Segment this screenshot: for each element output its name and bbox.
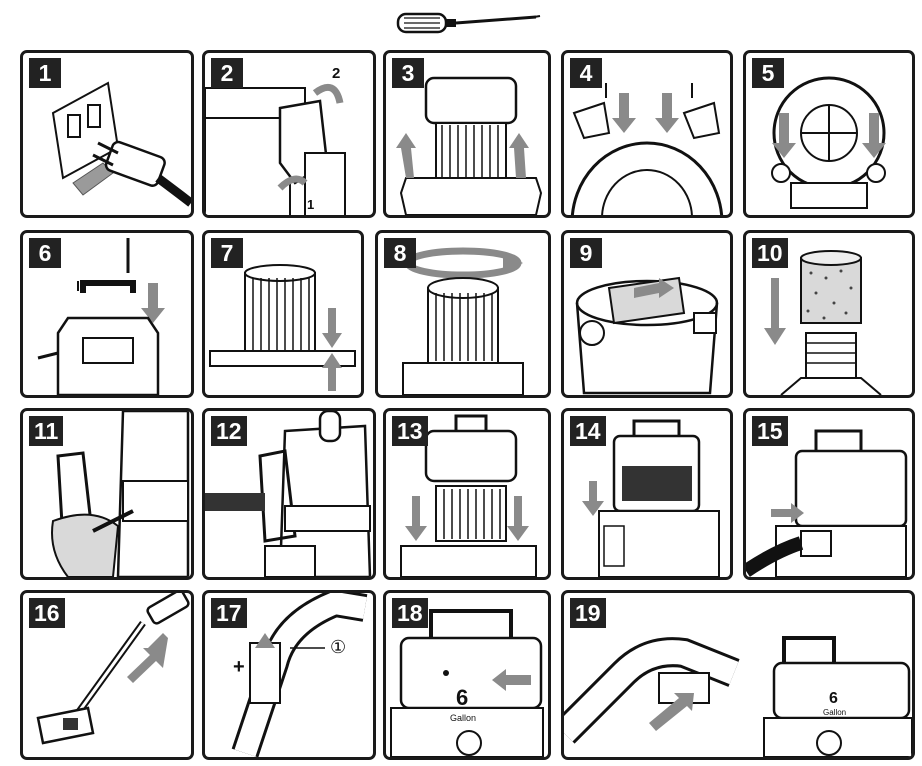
lower-head-illustration	[400, 414, 537, 577]
step-number: 5	[752, 58, 784, 88]
insert-bag-illustration	[575, 276, 719, 395]
step-panel-16: 16	[20, 590, 194, 760]
callout-one: ①	[330, 637, 346, 657]
gallon-number: 6	[456, 685, 468, 710]
step-number: 14	[570, 416, 606, 446]
unplug-illustration	[51, 81, 191, 207]
screwdriver-icon	[396, 12, 541, 34]
step-number: 8	[384, 238, 416, 268]
step-number: 15	[752, 416, 788, 446]
step-panel-1: 1	[20, 50, 194, 218]
step-panel-7: 7	[202, 230, 364, 398]
step-number: 11	[29, 416, 64, 446]
cord-storage-illustration	[205, 411, 372, 577]
step-number: 10	[752, 238, 788, 268]
step-number: 16	[29, 598, 65, 628]
step-panel-2: 2 2 1	[202, 50, 376, 218]
step-panel-18: 18 6 Gallon	[383, 590, 551, 760]
step-panel-5: 5	[743, 50, 915, 218]
step-panel-8: 8	[375, 230, 551, 398]
caster-screws-illustration	[570, 83, 724, 215]
step-number: 4	[570, 58, 602, 88]
step-panel-3: 3	[383, 50, 551, 218]
step-number: 7	[211, 238, 243, 268]
step-number: 12	[211, 416, 247, 446]
step-number: 3	[392, 58, 424, 88]
step-panel-10: 10	[743, 230, 915, 398]
gallon-label: Gallon	[450, 713, 476, 723]
step-panel-13: 13	[383, 408, 551, 580]
attach-handle-illustration	[37, 238, 165, 395]
gallon-number: 6	[829, 690, 838, 707]
step-2-sublabel: 1	[307, 197, 314, 212]
blower-port-illustration: 6 Gallon	[564, 636, 912, 757]
step-panel-11: 11	[20, 408, 194, 580]
step-number: 9	[570, 238, 602, 268]
step-panel-6: 6	[20, 230, 194, 398]
step-panel-14: 14	[561, 408, 733, 580]
step-panel-9: 9	[561, 230, 733, 398]
step-number: 2	[211, 58, 243, 88]
foam-sleeve-illustration	[764, 250, 882, 395]
step-number: 18	[392, 598, 428, 628]
step-number: 6	[29, 238, 61, 268]
release-latches-illustration: 2 1	[205, 65, 346, 215]
wand-assembly-illustration	[36, 593, 190, 745]
step-panel-15: 15	[743, 408, 915, 580]
step-2-label: 2	[332, 65, 340, 82]
filter-seat-illustration	[209, 264, 356, 391]
cord-wrap-illustration	[51, 411, 190, 577]
attach-casters-illustration	[771, 76, 886, 209]
front-inlet-illustration: 6 Gallon	[390, 609, 544, 757]
step-number: 19	[570, 598, 606, 628]
step-panel-17: 17 ① +	[202, 590, 376, 760]
step-panel-19: 19 6 Gallon	[561, 590, 915, 760]
step-number: 1	[29, 58, 61, 88]
step-panel-4: 4	[561, 50, 733, 218]
step-number: 17	[211, 598, 247, 628]
connect-hose-illustration	[746, 429, 908, 577]
lift-head-illustration	[396, 76, 543, 215]
close-latches-illustration	[582, 419, 720, 577]
plus-sign: +	[233, 656, 245, 678]
step-number: 13	[392, 416, 428, 446]
step-panel-12: 12	[202, 408, 376, 580]
gallon-label: Gallon	[823, 708, 846, 717]
hose-handle-illustration: ① +	[231, 593, 368, 757]
